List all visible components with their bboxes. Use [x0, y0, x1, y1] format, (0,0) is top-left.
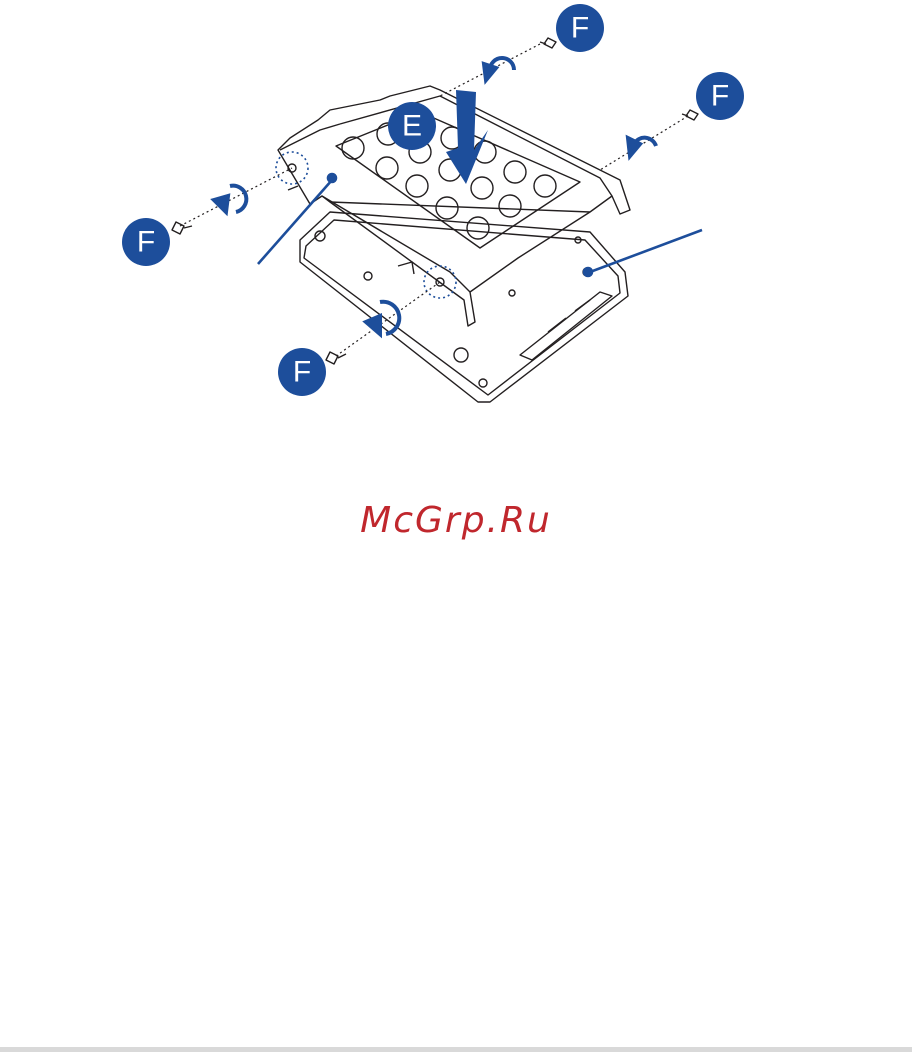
badge-e-label: E — [402, 110, 422, 143]
badge-e: E — [388, 102, 436, 150]
badge-f-top: F — [556, 4, 604, 52]
badge-f-right: F — [696, 72, 744, 120]
drive-bracket — [276, 86, 630, 326]
badge-f-bottom: F — [278, 348, 326, 396]
down-arrow-icon — [446, 90, 488, 184]
watermark-text: McGrp.Ru — [0, 500, 912, 541]
rotate-arrow-icon — [214, 58, 656, 334]
badge-f-label: F — [571, 12, 589, 45]
badge-f-label: F — [137, 226, 155, 259]
badge-f-left: F — [122, 218, 170, 266]
bottom-divider — [0, 1047, 912, 1052]
badge-f-label: F — [293, 356, 311, 389]
callout-line — [258, 174, 702, 276]
hdd-bracket-diagram: E F F F F — [0, 0, 912, 460]
screw-icon — [172, 38, 698, 364]
badge-f-label: F — [711, 80, 729, 113]
hard-drive — [300, 212, 628, 402]
